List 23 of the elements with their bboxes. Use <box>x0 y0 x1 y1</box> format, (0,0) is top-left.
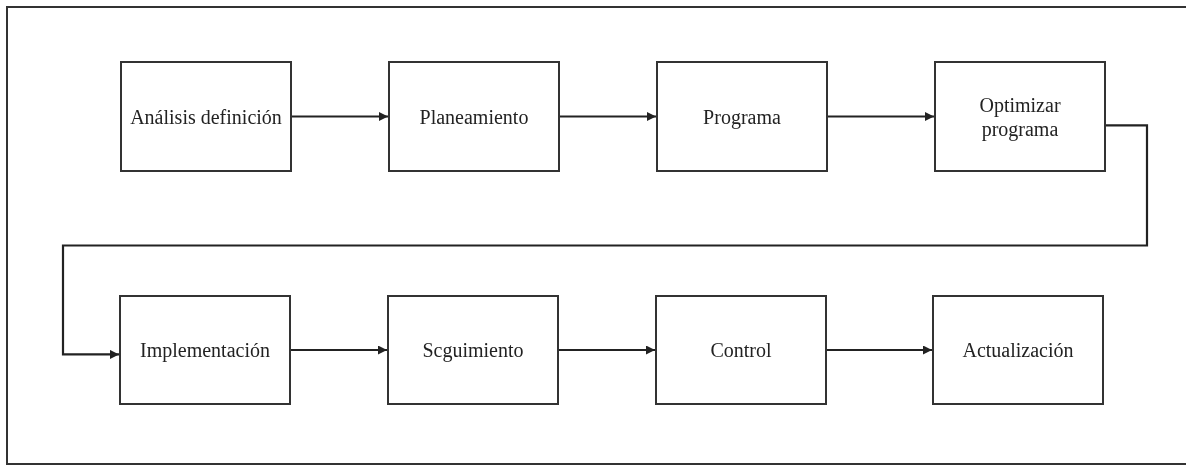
process-box <box>388 61 560 172</box>
box-label: Scguimiento <box>421 338 525 362</box>
box-label: Implementación <box>139 338 271 362</box>
process-box <box>120 61 292 172</box>
box-label: Optimizar programa <box>978 92 1062 141</box>
arrow <box>827 345 932 355</box>
arrow <box>61 124 1149 359</box>
arrow <box>560 112 656 121</box>
box-label: Planeamiento <box>418 104 530 129</box>
process-box <box>932 295 1104 405</box>
process-box <box>655 295 827 405</box>
box-label: Análisis definición <box>129 104 283 129</box>
process-box <box>656 61 828 172</box>
arrow <box>559 345 655 355</box>
process-box <box>119 295 291 405</box>
process-box <box>387 295 559 405</box>
process-box <box>934 61 1106 172</box>
arrow <box>291 345 387 355</box>
arrow <box>292 112 388 121</box>
box-label: Control <box>709 338 773 362</box>
box-label: Programa <box>702 104 782 129</box>
box-label: Actualización <box>961 338 1075 362</box>
arrow <box>828 112 934 121</box>
